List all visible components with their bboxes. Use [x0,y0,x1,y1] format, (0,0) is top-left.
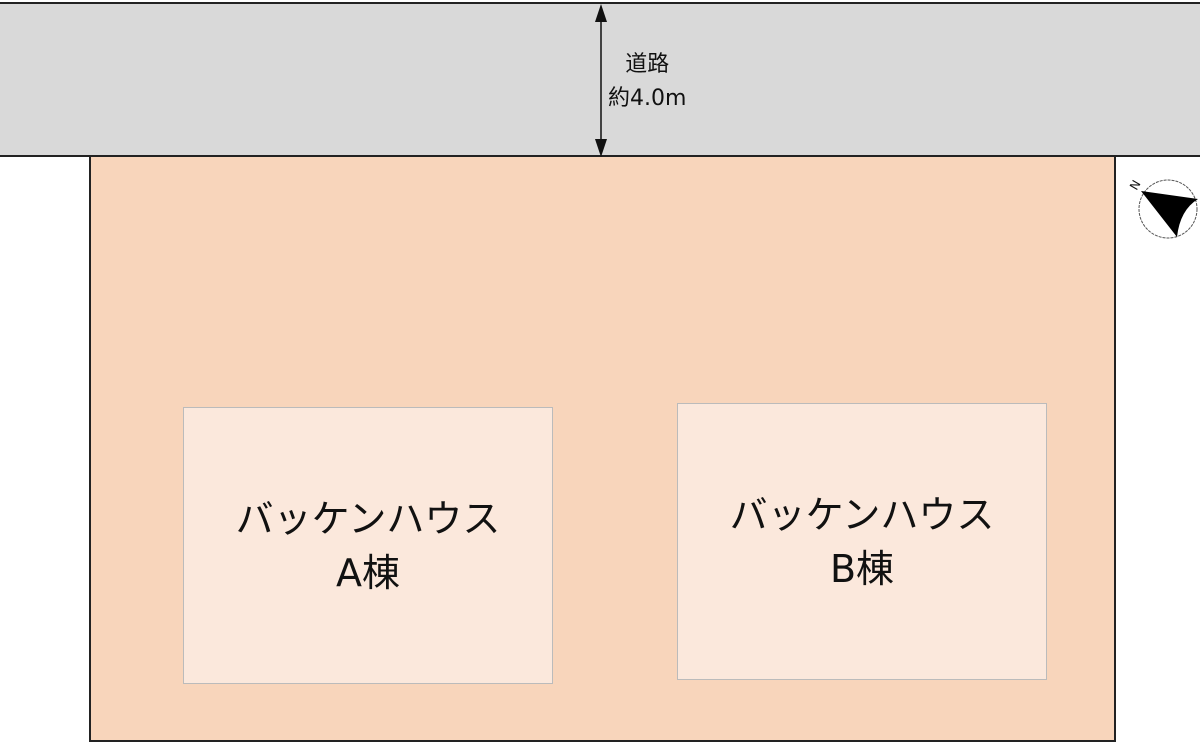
building-b: バッケンハウス B棟 [677,403,1047,680]
road-width: 約4.0m [608,86,687,111]
north-label: N [1127,178,1144,193]
building-b-unit: B棟 [829,546,895,591]
road-label: 道路 約4.0m [608,48,686,116]
building-a-name: バッケンハウス [235,496,501,541]
north-compass-icon: N [1127,178,1198,239]
road [0,2,1200,157]
road-name: 道路 [625,52,670,77]
building-a: バッケンハウス A棟 [183,407,553,684]
building-a-unit: A棟 [336,550,400,595]
building-b-name: バッケンハウス [729,492,995,537]
road-width-arrow [595,4,607,157]
